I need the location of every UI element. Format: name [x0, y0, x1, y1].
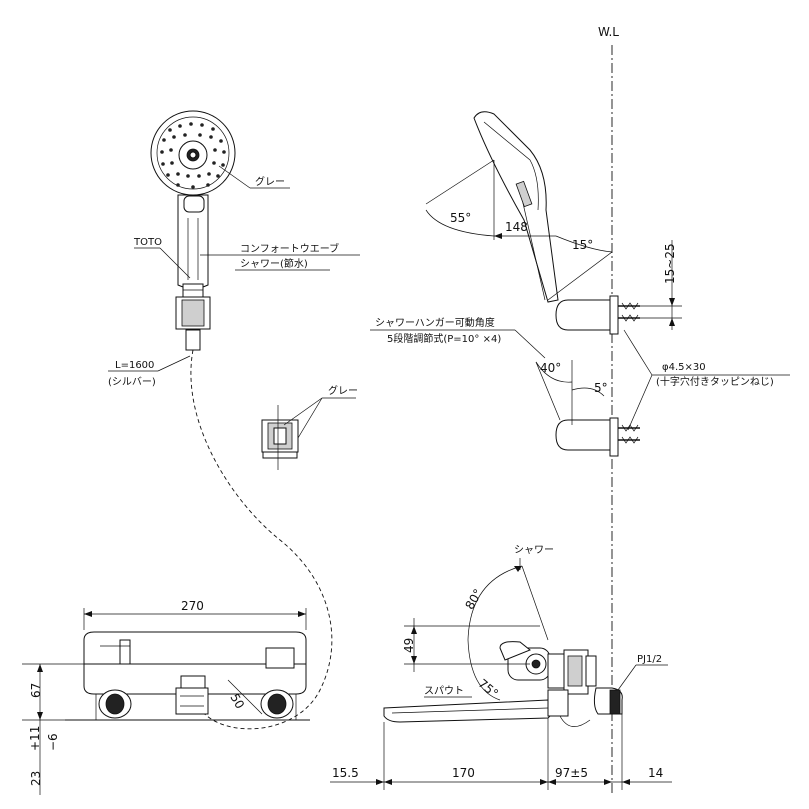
dim-15-value: 15°: [572, 238, 593, 252]
mixer-side-view: [383, 641, 623, 727]
dim-left-vertical: 67 +11 −6 23: [22, 663, 84, 795]
dim-40-value: 40°: [540, 361, 561, 375]
dim-49: 49: [402, 618, 540, 672]
dim-50-value: 50: [227, 691, 247, 711]
gray-part-detail: グレー: [261, 384, 358, 470]
gray-head-label: グレー: [255, 175, 285, 188]
dim-5-value: 5°: [594, 381, 608, 395]
toto-label: TOTO: [133, 237, 162, 248]
upper-hanger: [555, 295, 640, 335]
pj-label-text: PJ1/2: [637, 654, 662, 665]
screw-label-2: (十字穴付きタッピンねじ): [656, 375, 774, 388]
hose-color-label: (シルバー): [108, 376, 156, 388]
gray-part-label: グレー: [328, 384, 358, 397]
dim-80-value: 80°: [463, 586, 486, 611]
dim-270-value: 270: [181, 599, 204, 613]
dim-14-value: 14: [648, 766, 663, 780]
shower-name-1: コンフォートウエーブ: [240, 242, 339, 255]
shower-head-front: [150, 110, 236, 299]
dim-15-25: 15~25: [640, 240, 682, 330]
hose-path: [190, 349, 333, 730]
wl-label: W.L: [598, 25, 619, 39]
spout-label: スパウト: [424, 685, 464, 697]
dim-15-5-value: 15.5: [332, 766, 359, 780]
hanger-label-1: シャワーハンガー可動角度: [375, 316, 495, 329]
dim-49-value: 49: [402, 638, 416, 653]
dim-bottom: 15.5 170 97±5 14: [330, 714, 672, 790]
wall-line: W.L: [598, 25, 619, 795]
hanger-label-2: 5段階調節式(P=10° ×4): [387, 332, 501, 345]
dim-270: 270: [83, 599, 307, 630]
shower-side-view: [473, 111, 559, 303]
dim-170-value: 170: [452, 766, 475, 780]
dim-97-value: 97±5: [555, 766, 588, 780]
dim-15-25-value: 15~25: [663, 243, 677, 284]
nozzle-dots: [160, 122, 226, 189]
dim-148-value: 148: [505, 220, 528, 234]
screw-label: φ4.5×30 (十字穴付きタッピンねじ): [623, 329, 790, 431]
dim-23-value: 23: [29, 771, 43, 786]
dim-67-value: 67: [29, 683, 43, 698]
hanger-angle-label: シャワーハンガー可動角度 5段階調節式(P=10° ×4): [370, 316, 546, 359]
dim-75-value: 75°: [476, 676, 501, 700]
dim-plus-value: +11: [28, 726, 42, 751]
hose-length-label: L=1600: [115, 360, 154, 371]
dim-side-upper: 55° 148 15°: [425, 159, 613, 301]
shower-label: シャワー: [514, 545, 554, 556]
dim-side-hanger-angles: 40° 5°: [535, 360, 608, 425]
pj-label: PJ1/2: [617, 654, 668, 691]
shower-name-2: シャワー(節水): [240, 257, 308, 270]
dim-50: 50: [227, 679, 263, 715]
lower-hanger: [555, 417, 640, 457]
screw-label-1: φ4.5×30: [662, 362, 706, 373]
front-labels: グレー TOTO コンフォートウエーブ シャワー(節水) L=1600 (シルバ…: [108, 165, 360, 388]
mixer-body-front: [65, 631, 310, 721]
dim-minus-value: −6: [46, 733, 60, 751]
dim-55-value: 55°: [450, 211, 471, 225]
hanger-front: [175, 296, 211, 351]
